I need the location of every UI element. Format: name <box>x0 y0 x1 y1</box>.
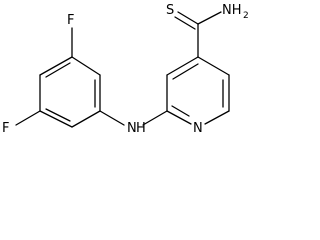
bond <box>39 56 73 76</box>
structure-canvas: F F N H N S NH 2 <box>2 3 249 136</box>
bond-inner <box>172 63 199 80</box>
bond-c-f-bottom <box>15 110 41 126</box>
amide-subscript-label: 2 <box>243 11 249 21</box>
sulfur-label: S <box>166 3 174 18</box>
bond-inner <box>45 62 71 78</box>
bond-nh-c2 <box>142 110 168 126</box>
bond-inner <box>45 108 71 122</box>
bond <box>39 110 73 128</box>
pyridine-n-label: N <box>193 121 203 136</box>
bond <box>204 110 230 125</box>
bond <box>71 56 101 76</box>
difluorophenyl-ring <box>39 56 101 128</box>
bond-c-s-b <box>174 16 196 30</box>
fluorine-bottom-label: F <box>2 121 9 136</box>
amine-h-label: H <box>136 121 146 136</box>
bond-inner <box>171 105 190 117</box>
bond-c-nh2 <box>197 11 222 25</box>
bond <box>71 110 101 128</box>
bond <box>166 110 192 125</box>
bond <box>197 56 230 76</box>
amide-nh-label: NH <box>222 3 242 18</box>
molecule-diagram: F F N H N S NH 2 <box>2 3 249 136</box>
amine-n-label: N <box>127 121 137 136</box>
pyridine-ring <box>166 56 230 125</box>
bond-c-nh <box>99 110 125 126</box>
bond-c-s-a <box>177 11 199 25</box>
bond <box>166 56 199 76</box>
fluorine-top-label: F <box>67 13 74 28</box>
